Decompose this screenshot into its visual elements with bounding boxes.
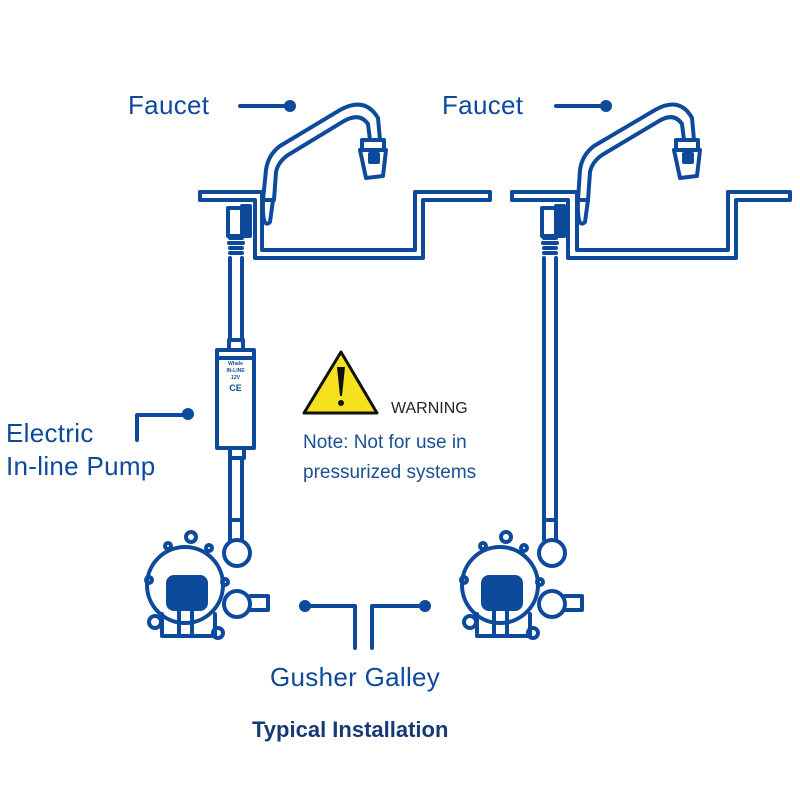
inline-pump-badge: Whale IN-LINE 12V CE bbox=[219, 361, 252, 394]
diagram-title: Typical Installation bbox=[252, 717, 449, 742]
ce-mark: CE bbox=[229, 383, 242, 393]
warning-note-line2: pressurized systems bbox=[303, 462, 477, 483]
faucet-left bbox=[260, 102, 388, 226]
gusher-leader-left bbox=[299, 600, 357, 650]
right-installation bbox=[370, 100, 792, 650]
badge-voltage: 12V bbox=[231, 375, 240, 381]
sink-left bbox=[198, 190, 492, 260]
sink-right bbox=[510, 190, 792, 260]
warning-heading: WARNING bbox=[391, 400, 468, 417]
gusher-leader-right bbox=[370, 600, 431, 650]
connector-left bbox=[226, 204, 252, 255]
gusher-pump-left bbox=[144, 530, 270, 640]
gusher-pump-right bbox=[459, 530, 584, 640]
connector-right bbox=[540, 204, 566, 255]
faucet-right-leader bbox=[554, 100, 612, 112]
warning-note-line1: Note: Not for use in bbox=[303, 432, 467, 453]
faucet-left-leader bbox=[238, 100, 296, 112]
left-installation bbox=[135, 100, 492, 650]
warning-triangle-icon bbox=[302, 350, 379, 415]
pump-leader bbox=[135, 408, 194, 442]
hose-left-upper bbox=[228, 256, 244, 342]
hose-left-lower bbox=[228, 456, 244, 542]
pump-label-line1: Electric bbox=[6, 418, 94, 448]
faucet-right-label: Faucet bbox=[442, 90, 524, 120]
pump-label-line2: In-line Pump bbox=[6, 451, 156, 481]
badge-brand: Whale bbox=[228, 361, 243, 367]
gusher-label: Gusher Galley bbox=[270, 662, 441, 692]
faucet-right bbox=[575, 102, 702, 226]
faucet-left-label: Faucet bbox=[128, 90, 210, 120]
hose-right bbox=[542, 256, 558, 542]
badge-model: IN-LINE bbox=[226, 368, 245, 374]
